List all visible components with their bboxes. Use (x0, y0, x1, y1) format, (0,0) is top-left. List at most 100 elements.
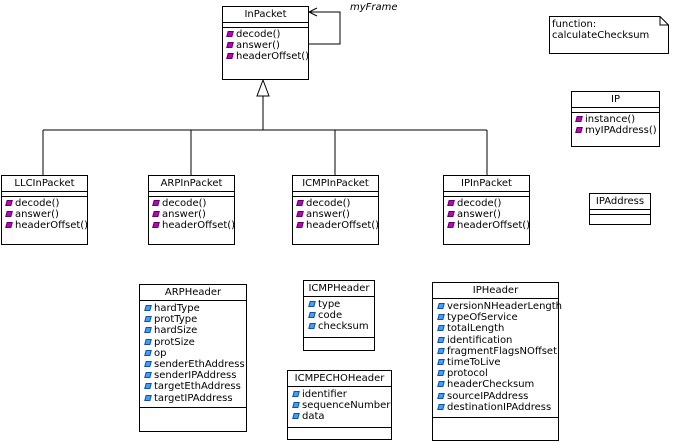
operation-icon (5, 200, 13, 206)
class-name: IP (572, 92, 659, 108)
attributes-compartment (590, 210, 650, 215)
attribute: targetEthAddress (144, 381, 246, 392)
operation: headerOffset() (226, 51, 310, 63)
operation-label: decode() (306, 198, 351, 209)
operations-compartment: decode() answer() headerOffset() (2, 197, 88, 232)
attribute-label: identifier (302, 389, 347, 400)
class-icmpechoheader[interactable]: ICMPECHOHeader identifier sequenceNumber… (287, 370, 392, 440)
attributes-compartment: type code checksum (304, 297, 374, 338)
inheritance-triangle (256, 78, 270, 97)
operation-label: headerOffset() (236, 51, 310, 63)
class-arpinpacket[interactable]: ARPInPacket decode() answer() headerOffs… (148, 175, 235, 245)
operation: headerOffset() (5, 220, 88, 231)
attribute-icon (308, 312, 316, 319)
generalization-connectors (42, 78, 488, 175)
operation-icon (296, 222, 304, 229)
operation-icon (226, 42, 234, 49)
self-association (307, 7, 341, 45)
operations-compartment: decode() answer() headerOffset() (293, 197, 379, 232)
class-ip[interactable]: IP instance() myIPAddress() (571, 91, 660, 147)
operation-icon (296, 200, 304, 206)
attribute: identifier (292, 389, 391, 400)
class-icmpheader[interactable]: ICMPHeader type code checksum (303, 280, 375, 351)
attribute-icon (437, 358, 445, 365)
operation-label: decode() (15, 198, 60, 209)
attribute-label: sequenceNumber (302, 400, 391, 412)
operation-label: answer() (15, 209, 59, 221)
operation-label: decode() (162, 198, 207, 209)
operations-compartment: decode() answer() headerOffset() (149, 197, 236, 232)
class-icmpinpacket[interactable]: ICMPInPacket decode() answer() headerOff… (292, 175, 379, 245)
attribute-label: code (318, 310, 343, 322)
class-ipaddress[interactable]: IPAddress (589, 193, 651, 225)
attribute: senderEthAddress (144, 358, 246, 370)
attribute: identification (437, 335, 558, 346)
operation-icon (447, 211, 455, 218)
operation-label: myIPAddress() (585, 125, 657, 137)
attribute-icon (308, 301, 316, 307)
attribute: headerChecksum (437, 379, 558, 390)
attribute-label: fragmentFlagsNOffset (447, 345, 557, 357)
note[interactable]: function: calculateChecksum (549, 16, 669, 54)
operation-label: answer() (457, 209, 501, 221)
operation-icon (5, 211, 13, 218)
attribute-label: totalLength (447, 323, 505, 335)
attribute: timeToLive (437, 356, 558, 368)
attribute-icon (144, 372, 152, 379)
self-association-line (309, 11, 341, 45)
attribute-icon (437, 392, 445, 399)
operation-label: answer() (162, 209, 206, 221)
attributes-compartment: identifier sequenceNumber data (288, 387, 391, 428)
operation: myIPAddress() (575, 125, 659, 137)
attribute-label: hardSize (154, 325, 198, 337)
attribute: hardType (144, 303, 246, 314)
self-association-label: myFrame (350, 2, 398, 13)
note-line-1: function: (552, 19, 597, 30)
class-ipheader[interactable]: IPHeader versionNHeaderLength typeOfServ… (432, 282, 562, 441)
operation: decode() (296, 198, 378, 209)
operation-icon (575, 127, 583, 134)
attribute: versionNHeaderLength (437, 301, 562, 312)
class-inpacket[interactable]: InPacket decode() answer() headerOffset(… (222, 6, 309, 80)
class-name: IPAddress (590, 194, 650, 210)
attribute-label: protocol (447, 368, 488, 380)
attribute-icon (437, 370, 445, 377)
attribute-label: senderEthAddress (154, 358, 245, 370)
class-arpheader[interactable]: ARPHeader hardType protType hardSize pro… (139, 284, 247, 432)
attribute: protType (144, 314, 246, 325)
attribute-icon (144, 316, 152, 323)
operation-label: headerOffset() (457, 220, 531, 232)
operation-label: decode() (457, 198, 502, 209)
attributes-compartment (444, 192, 529, 197)
attribute-icon (437, 336, 445, 343)
operation: answer() (447, 209, 529, 221)
operation-icon (296, 211, 304, 218)
operation-label: headerOffset() (162, 220, 236, 232)
attribute-icon (144, 349, 152, 356)
attribute-label: timeToLive (447, 356, 501, 368)
note-line-2: calculateChecksum (552, 30, 650, 41)
operation: instance() (575, 114, 659, 125)
operation-label: answer() (236, 40, 280, 52)
attribute-icon (308, 323, 316, 330)
attribute: typeOfService (437, 312, 558, 323)
operation: decode() (152, 198, 234, 209)
attribute-label: destinationIPAddress (447, 401, 552, 413)
operation-icon (226, 53, 234, 60)
attribute: sequenceNumber (292, 400, 391, 412)
attributes-compartment (149, 192, 234, 197)
operations-compartment: instance() myIPAddress() (572, 113, 659, 136)
class-llcinpacket[interactable]: LLCInPacket decode() answer() headerOffs… (1, 175, 88, 245)
attribute-label: sourceIPAddress (447, 390, 529, 402)
class-name: InPacket (223, 7, 308, 23)
attribute-icon (437, 314, 445, 321)
attribute-label: targetIPAddress (154, 392, 233, 404)
class-ipinpacket[interactable]: IPInPacket decode() answer() headerOffse… (443, 175, 530, 245)
operation-icon (152, 211, 160, 218)
attribute-icon (144, 394, 152, 401)
class-name: ARPHeader (140, 285, 246, 301)
attribute-label: hardType (154, 303, 200, 314)
attribute: senderIPAddress (144, 370, 246, 381)
class-name: ICMPInPacket (293, 176, 378, 192)
